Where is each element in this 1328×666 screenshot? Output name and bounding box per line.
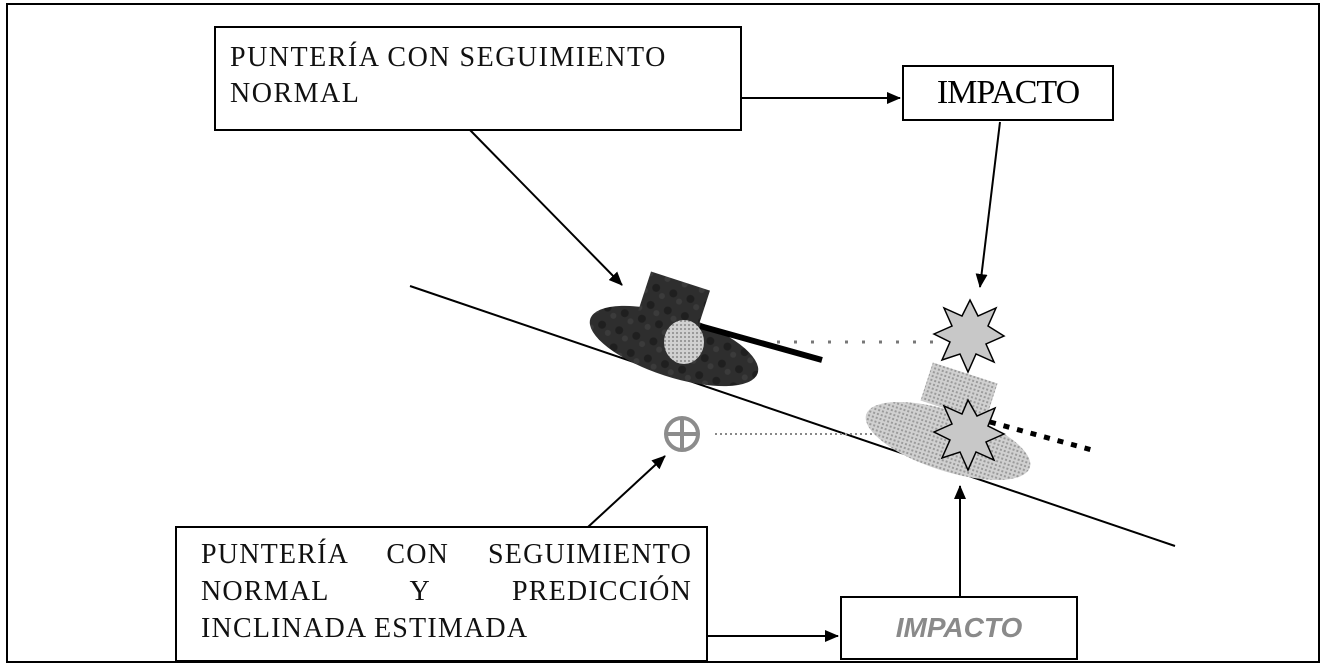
- label-normal-tracking: PUNTERÍA CON SEGUIMIENTO NORMAL: [214, 26, 742, 131]
- arrow-impact-to-burst: [975, 121, 1001, 288]
- label-predicted-tracking-line2: NORMAL Y PREDICCIÓN: [201, 576, 692, 607]
- tank-gun: [699, 323, 823, 363]
- ground-slope-line: [409, 285, 1176, 547]
- crosshair-aim-marker: [664, 416, 700, 452]
- predicted-tank: [865, 362, 1093, 480]
- label-predicted-tracking-line1: PUNTERÍA CON SEGUIMIENTO: [201, 539, 692, 570]
- arrow-bottom-box-to-crosshair: [587, 455, 666, 528]
- label-impact-bottom: IMPACTO: [840, 596, 1078, 660]
- label-impact-top: IMPACTO: [902, 65, 1114, 121]
- tank-turret: [638, 271, 710, 331]
- aim-point-tank: [664, 320, 704, 364]
- label-normal-tracking-line1: PUNTERÍA CON SEGUIMIENTO: [230, 42, 667, 73]
- predicted-tank-turret: [920, 362, 998, 422]
- predicted-tank-gun: [989, 419, 1093, 453]
- label-predicted-tracking-line3: INCLINADA ESTIMADA: [201, 613, 529, 644]
- label-normal-tracking-line2: NORMAL: [230, 78, 361, 109]
- label-predicted-tracking: PUNTERÍA CON SEGUIMIENTO NORMAL Y PREDIC…: [175, 526, 708, 662]
- predicted-tank-hull: [865, 402, 1031, 480]
- impact-burst-upper: [932, 298, 1006, 374]
- arrow-top-box-to-tank: [469, 129, 623, 286]
- impact-burst-lower: [932, 398, 1006, 472]
- tank: [589, 271, 823, 387]
